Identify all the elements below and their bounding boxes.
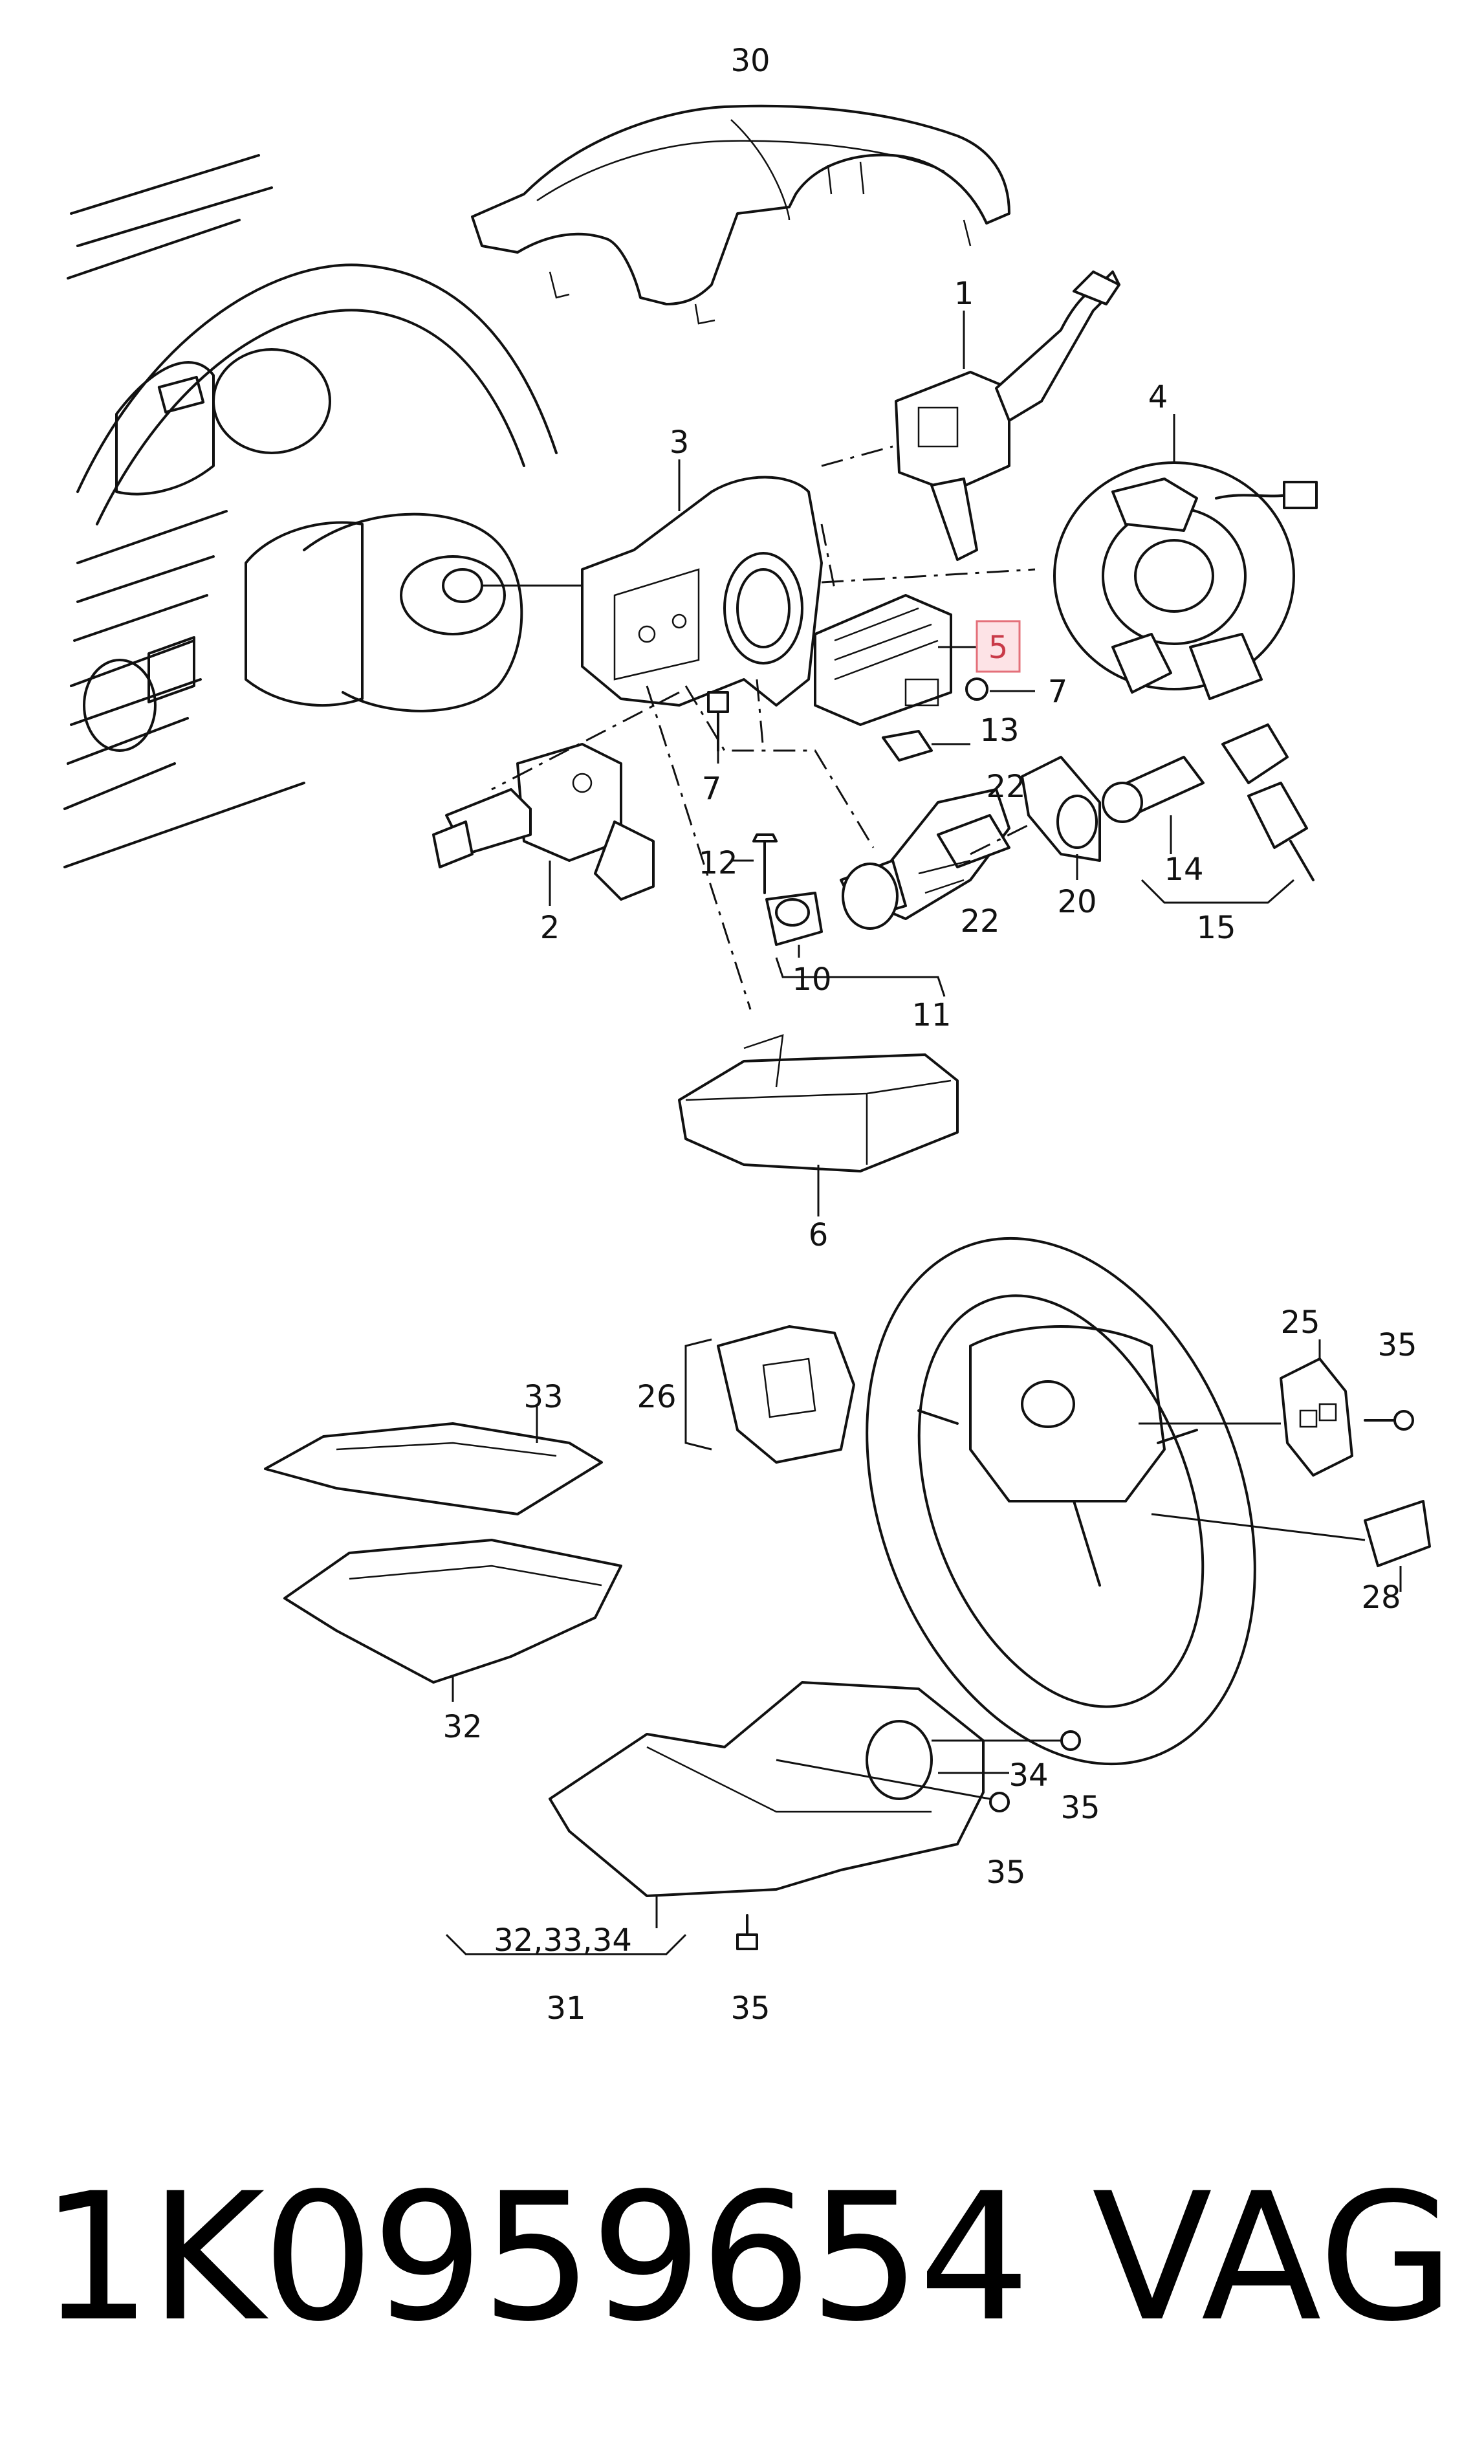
callout-34: 34 (1009, 1757, 1048, 1794)
part-3-column-module (581, 459, 823, 707)
callout-7-right: 7 (1048, 674, 1068, 710)
steering-wheel (866, 1237, 1256, 1766)
part-12-screw (731, 833, 778, 894)
callout-5-highlight (976, 620, 1021, 673)
part-11-lock-housing (775, 788, 1010, 997)
part-10-ignition-switch (765, 892, 823, 958)
dashboard-outline (63, 154, 647, 868)
callout-22-upper: 22 (986, 769, 1025, 805)
callout-31: 31 (546, 1990, 585, 2027)
part-13-connector (882, 730, 970, 762)
callout-22-lower: 22 (960, 903, 999, 940)
part-26-trim-cover (684, 1325, 855, 1464)
callout-3: 3 (670, 424, 690, 461)
assembly-lines (491, 445, 1036, 1010)
part-7-screw-right (965, 677, 1035, 701)
callout-28: 28 (1361, 1579, 1401, 1616)
part-2-turn-signal-switch (432, 743, 655, 906)
callout-35-upper: 35 (1377, 1327, 1417, 1363)
callout-5: 5 (988, 630, 1009, 666)
callout-15: 15 (1196, 910, 1236, 946)
part-20-bezel-ring (1021, 756, 1101, 880)
callout-20: 20 (1057, 884, 1097, 920)
callout-2: 2 (540, 910, 560, 946)
callout-4: 4 (1148, 379, 1168, 415)
part-number: 1K0959654 (40, 2156, 1031, 2360)
part-33-trim-insert (264, 1404, 603, 1515)
part-35-bolt-bottom (736, 1914, 758, 1950)
part-15-keys (1140, 723, 1315, 904)
callout-10: 10 (792, 962, 831, 998)
part-28-switch (1151, 1500, 1431, 1592)
brand-name: VAG (1092, 2156, 1455, 2360)
part-1-wiper-switch (895, 270, 1120, 561)
callout-30: 30 (730, 43, 770, 79)
part-6-control-module (678, 1034, 959, 1216)
callout-26: 26 (637, 1379, 676, 1415)
part-30-upper-trim (471, 104, 1010, 325)
part-35-bolt-upper (1364, 1410, 1414, 1431)
part-5-column-electronics (814, 594, 977, 726)
callout-33: 33 (523, 1379, 563, 1415)
footer: 1K0959654 VAG (0, 2161, 1484, 2355)
callout-35-bottom: 35 (730, 1990, 770, 2027)
part-14-lock-cylinder (1102, 756, 1205, 854)
part-4-clock-spring (1053, 414, 1318, 700)
part-32-trim-insert (283, 1539, 622, 1702)
callout-35-middle: 35 (986, 1854, 1025, 1891)
callout-13: 13 (979, 712, 1019, 749)
callout-6: 6 (809, 1217, 829, 1253)
part-25-multifunction-switch (1139, 1339, 1353, 1477)
callout-35-right: 35 (1060, 1790, 1100, 1826)
callout-25: 25 (1280, 1304, 1320, 1341)
part-35-bolt-middle (989, 1792, 1010, 1812)
callout-12: 12 (698, 845, 737, 881)
part-31-lower-trim (445, 1681, 1061, 1955)
part-35-bolt-right (1060, 1730, 1081, 1751)
part-7-bolt-left (707, 691, 729, 764)
callout-14: 14 (1164, 852, 1203, 888)
callout-1: 1 (954, 276, 974, 312)
callout-11: 11 (911, 997, 951, 1033)
callout-32-33-34: 32,33,34 (494, 1922, 632, 1959)
callout-7-left: 7 (702, 771, 722, 807)
callout-32: 32 (442, 1709, 482, 1745)
